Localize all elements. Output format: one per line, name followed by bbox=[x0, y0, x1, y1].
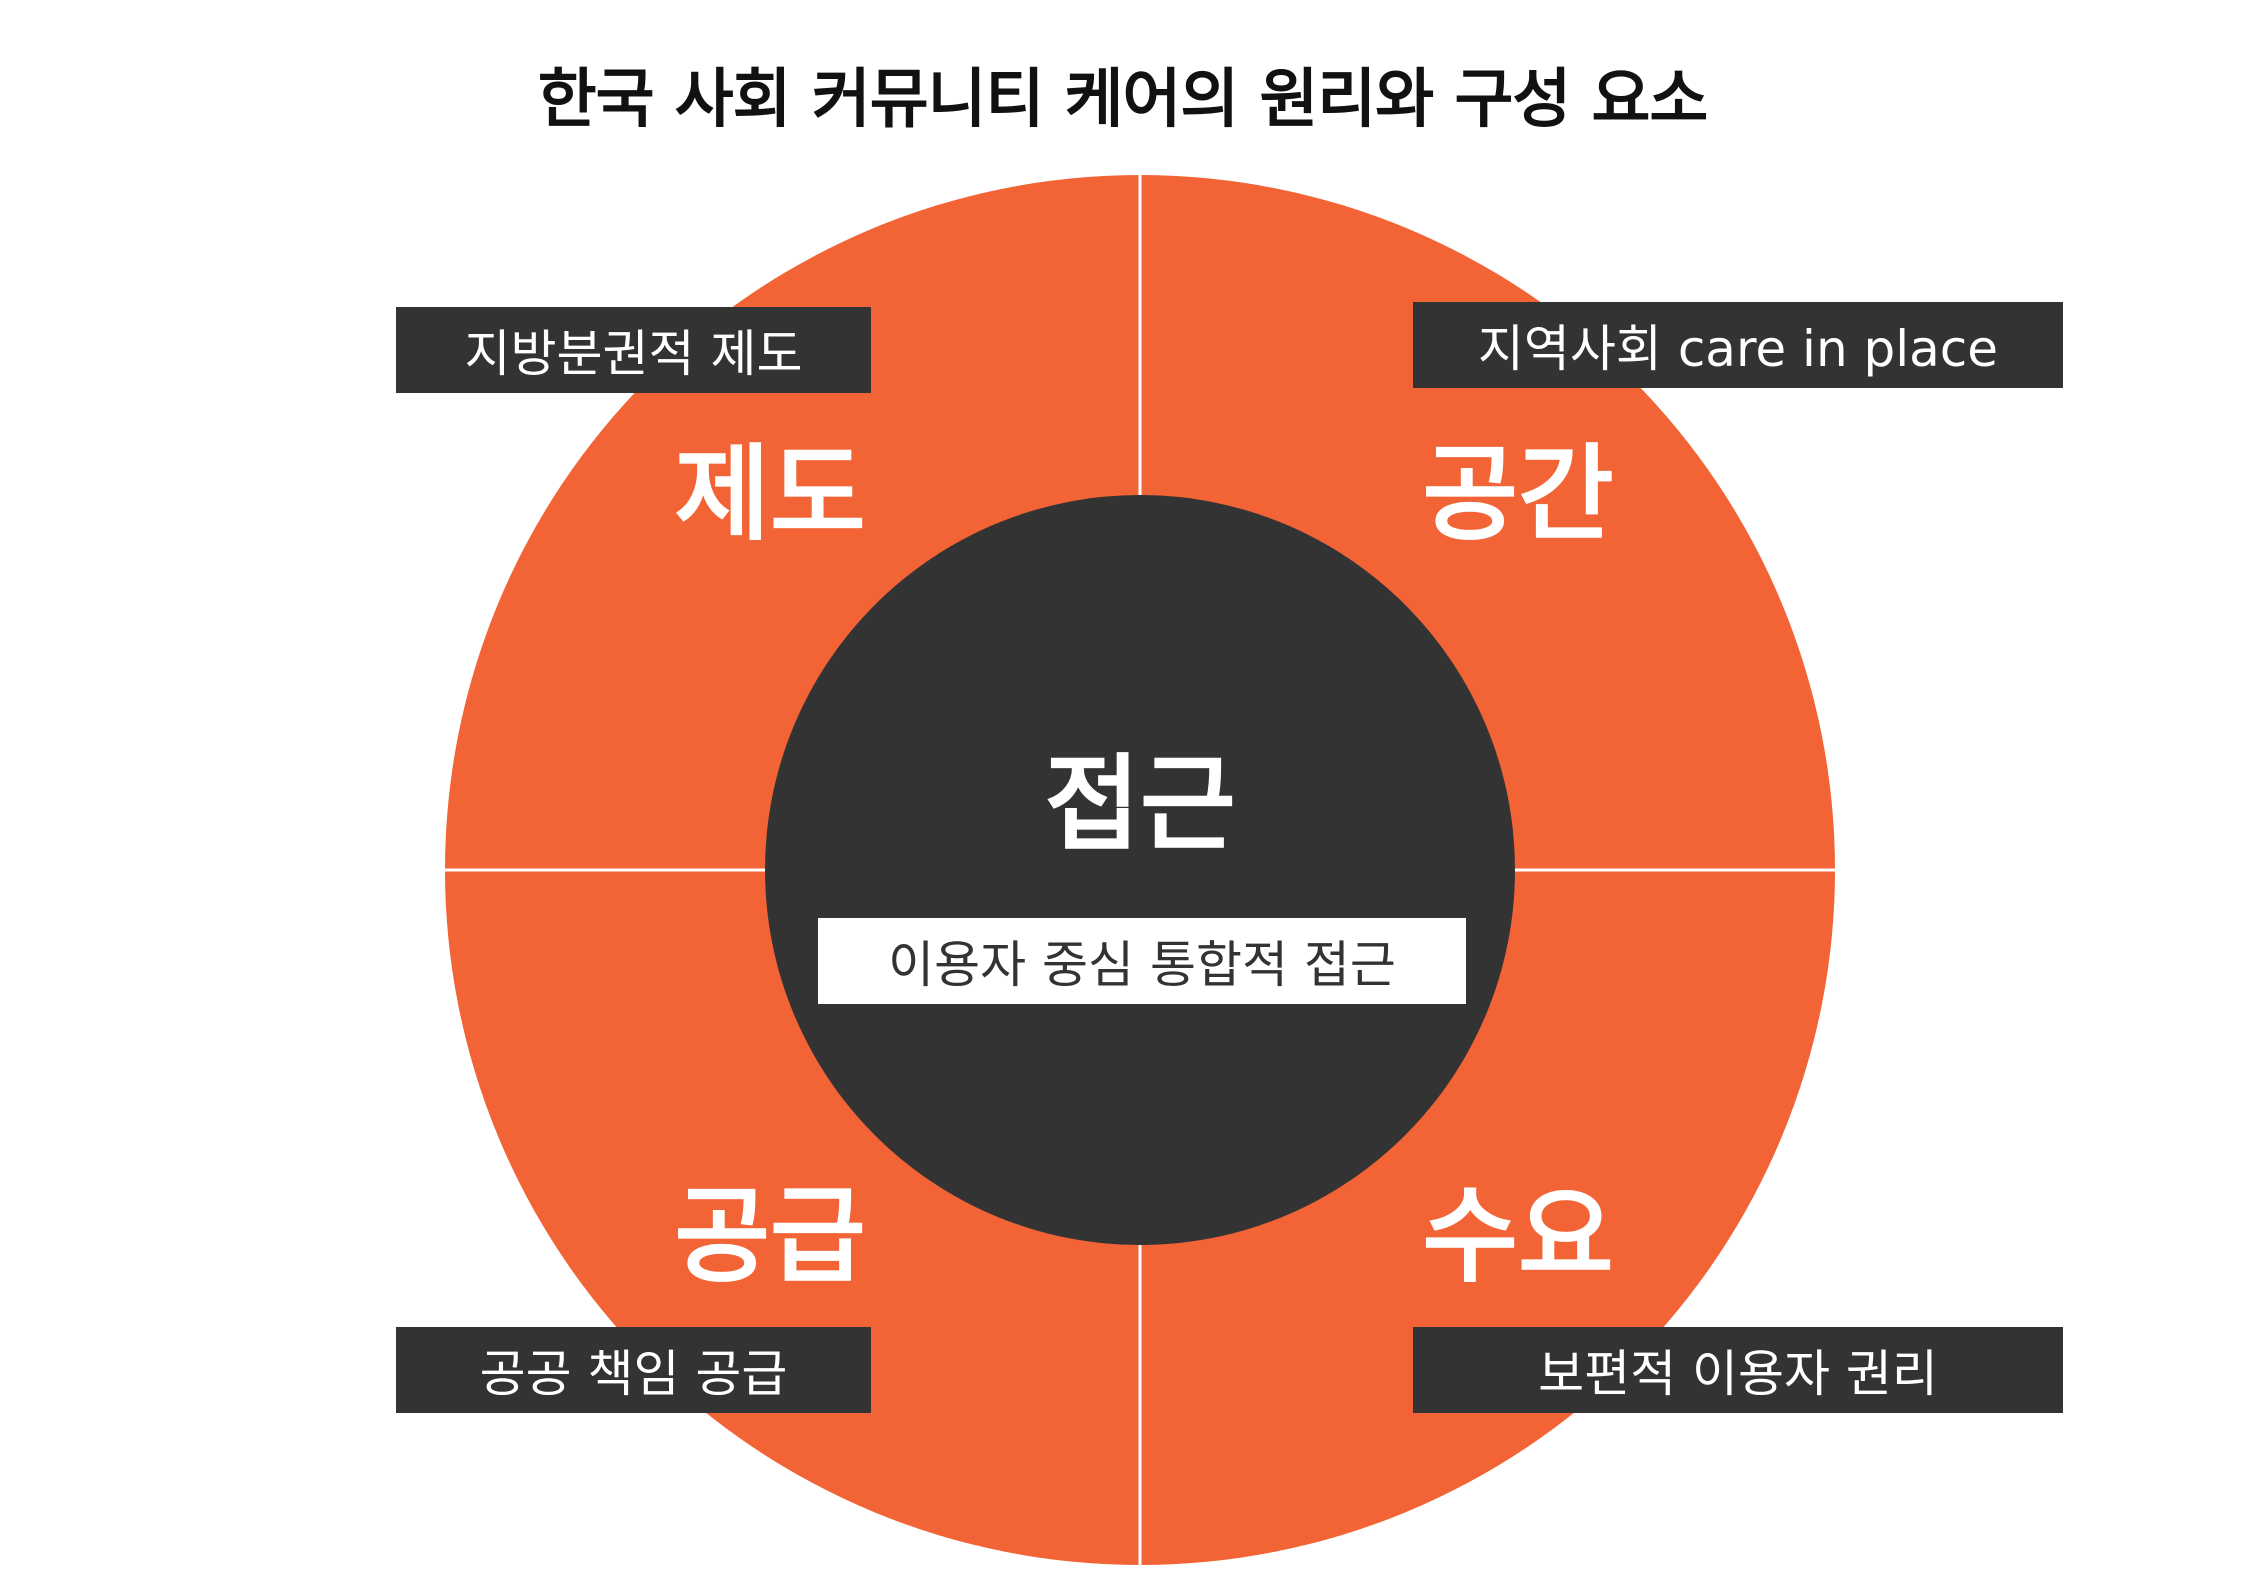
quadrant-label-top-right: 공간 bbox=[1422, 433, 1613, 555]
quadrant-label-bottom-right: 수요 bbox=[1422, 1175, 1613, 1297]
center-tag: 이용자 중심 통합적 접근 bbox=[818, 918, 1466, 1004]
quadrant-label-top-left: 제도 bbox=[674, 433, 865, 555]
diagram-title: 한국 사회 커뮤니티 케어의 원리와 구성 요소 bbox=[537, 63, 1709, 137]
quadrant-label-bottom-left: 공급 bbox=[674, 1175, 865, 1297]
center-label: 접근 bbox=[1044, 743, 1235, 865]
tag-bottom-right: 보편적 이용자 권리 bbox=[1413, 1327, 2063, 1413]
tag-bottom-left: 공공 책임 공급 bbox=[396, 1327, 871, 1413]
tag-top-left: 지방분권적 제도 bbox=[396, 307, 871, 393]
tag-top-right: 지역사회 care in place bbox=[1413, 302, 2063, 388]
center-circle bbox=[765, 495, 1515, 1245]
